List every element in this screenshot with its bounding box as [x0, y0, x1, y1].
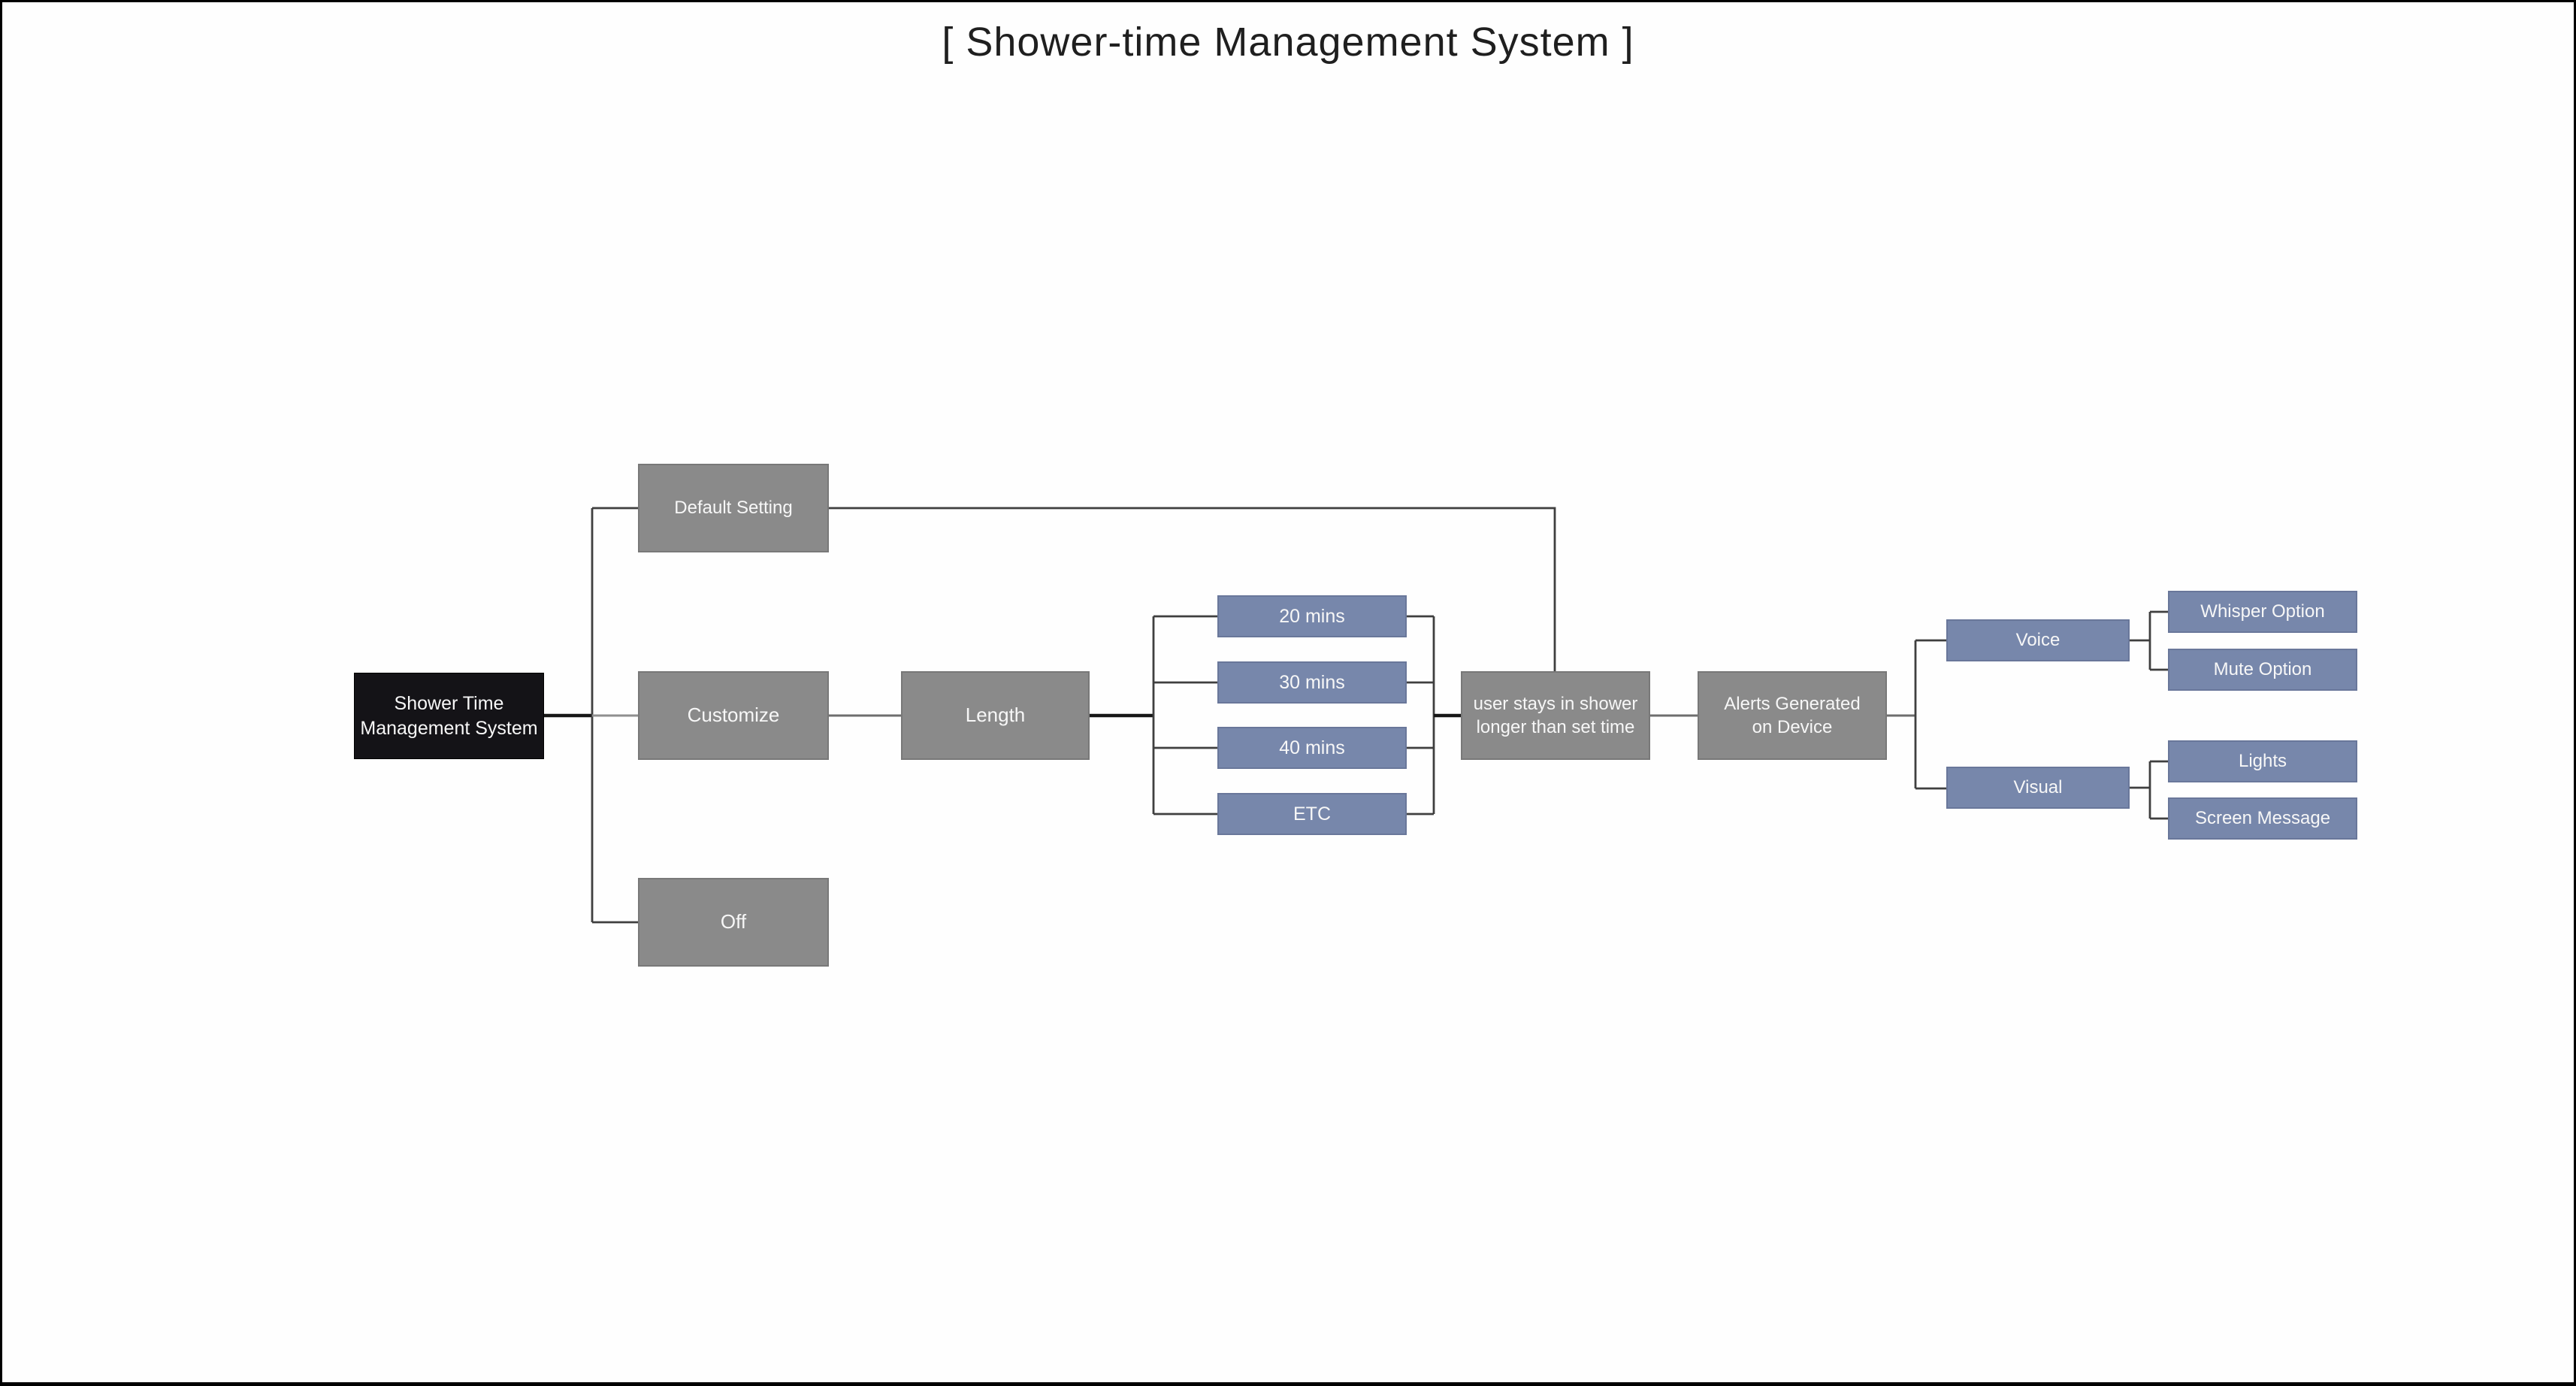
- node-40-mins: 40 mins: [1217, 727, 1407, 769]
- node-label: Visual: [2013, 777, 2063, 798]
- node-label: 30 mins: [1279, 671, 1345, 693]
- node-user-stays-in-shower: user stays in shower longer than set tim…: [1461, 671, 1650, 760]
- node-lights: Lights: [2168, 740, 2357, 782]
- node-label: Lights: [2238, 751, 2287, 772]
- node-shower-time-management-system: Shower Time Management System: [354, 673, 544, 759]
- node-label: Mute Option: [2213, 659, 2312, 680]
- node-label: Whisper Option: [2200, 601, 2325, 622]
- node-label: 20 mins: [1279, 605, 1345, 627]
- node-screen-message: Screen Message: [2168, 797, 2357, 840]
- node-30-mins: 30 mins: [1217, 661, 1407, 704]
- node-mute-option: Mute Option: [2168, 649, 2357, 691]
- node-alerts-generated-on-device: Alerts Generated on Device: [1698, 671, 1887, 760]
- node-label: user stays in shower longer than set tim…: [1473, 693, 1638, 737]
- node-label: Voice: [2015, 630, 2060, 651]
- node-label: Default Setting: [674, 498, 793, 519]
- node-label: Customize: [687, 704, 780, 727]
- node-label: Length: [965, 704, 1026, 727]
- diagram-title: [ Shower-time Management System ]: [942, 20, 1634, 65]
- node-off: Off: [638, 878, 829, 967]
- node-label: Screen Message: [2194, 808, 2331, 829]
- node-20-mins: 20 mins: [1217, 595, 1407, 637]
- node-label: Alerts Generated on Device: [1724, 693, 1861, 737]
- node-voice: Voice: [1946, 619, 2130, 661]
- node-visual: Visual: [1946, 767, 2130, 809]
- node-default-setting: Default Setting: [638, 464, 829, 552]
- node-length: Length: [901, 671, 1090, 760]
- node-etc: ETC: [1217, 793, 1407, 835]
- node-label: ETC: [1293, 803, 1331, 825]
- edge-default-setting-user-stays: [829, 507, 1556, 671]
- node-label: Shower Time Management System: [360, 693, 538, 739]
- node-label: Off: [720, 910, 747, 934]
- node-customize: Customize: [638, 671, 829, 760]
- node-label: 40 mins: [1279, 737, 1345, 758]
- node-whisper-option: Whisper Option: [2168, 591, 2357, 633]
